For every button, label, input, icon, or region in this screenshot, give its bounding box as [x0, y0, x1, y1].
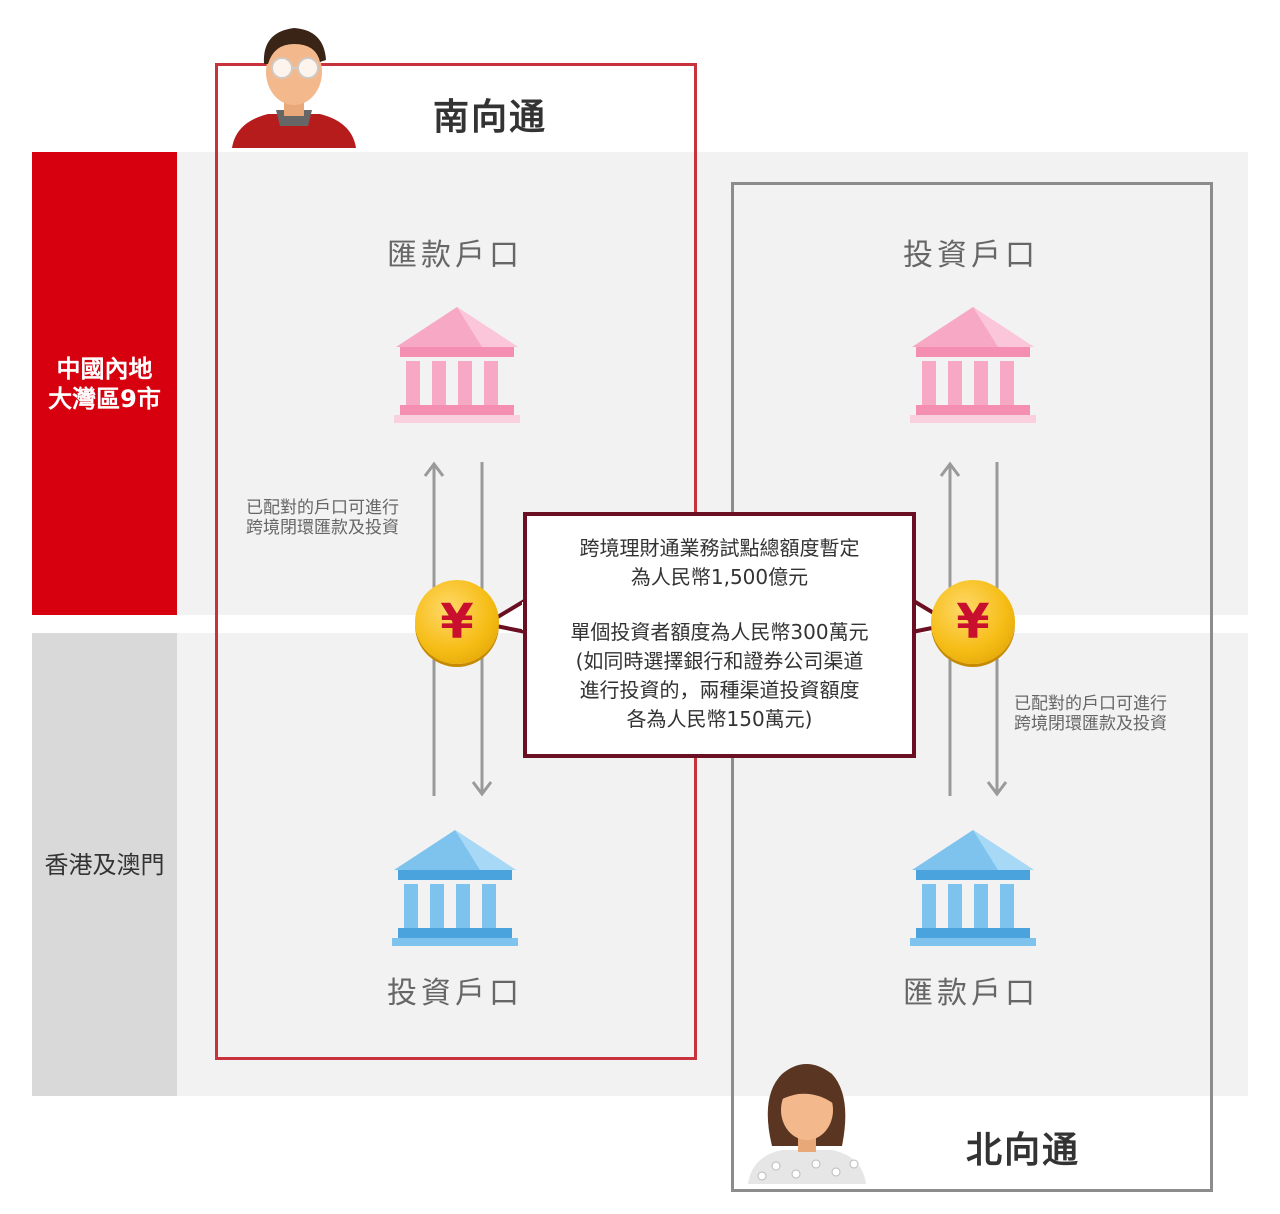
bank-building-icon — [910, 307, 1036, 423]
region-label-hk-macau: 香港及澳門 — [32, 633, 177, 1096]
quota-total-text: 跨境理財通業務試點總額度暫定 為人民幣1,500億元 — [579, 536, 860, 589]
bank-building-icon — [394, 307, 520, 423]
northbound-top-account-label: 投資戶口 — [903, 238, 1039, 273]
male-investor-avatar — [232, 28, 356, 148]
northbound-title: 北向通 — [966, 1130, 1081, 1171]
northbound-bottom-account-label: 匯款戶口 — [903, 976, 1039, 1011]
southbound-top-account-label: 匯款戶口 — [387, 238, 523, 273]
bank-building-icon — [910, 830, 1036, 946]
region-label-mainland: 中國內地 大灣區9市 — [32, 152, 177, 615]
quota-individual-text: 單個投資者額度為人民幣300萬元 (如同時選擇銀行和證券公司渠道 進行投資的，兩… — [570, 620, 869, 731]
northbound-closed-loop-note: 已配對的戶口可進行 跨境閉環匯款及投資 — [1014, 694, 1167, 734]
yuan-coin-icon: ¥ — [415, 580, 499, 664]
bank-building-icon — [392, 830, 518, 946]
female-investor-avatar — [748, 1064, 866, 1184]
southbound-closed-loop-note: 已配對的戶口可進行 跨境閉環匯款及投資 — [246, 498, 399, 538]
quota-callout: 跨境理財通業務試點總額度暫定 為人民幣1,500億元 單個投資者額度為人民幣30… — [523, 512, 916, 758]
southbound-title: 南向通 — [433, 97, 548, 138]
yuan-coin-icon: ¥ — [931, 580, 1015, 664]
southbound-bottom-account-label: 投資戶口 — [387, 976, 523, 1011]
